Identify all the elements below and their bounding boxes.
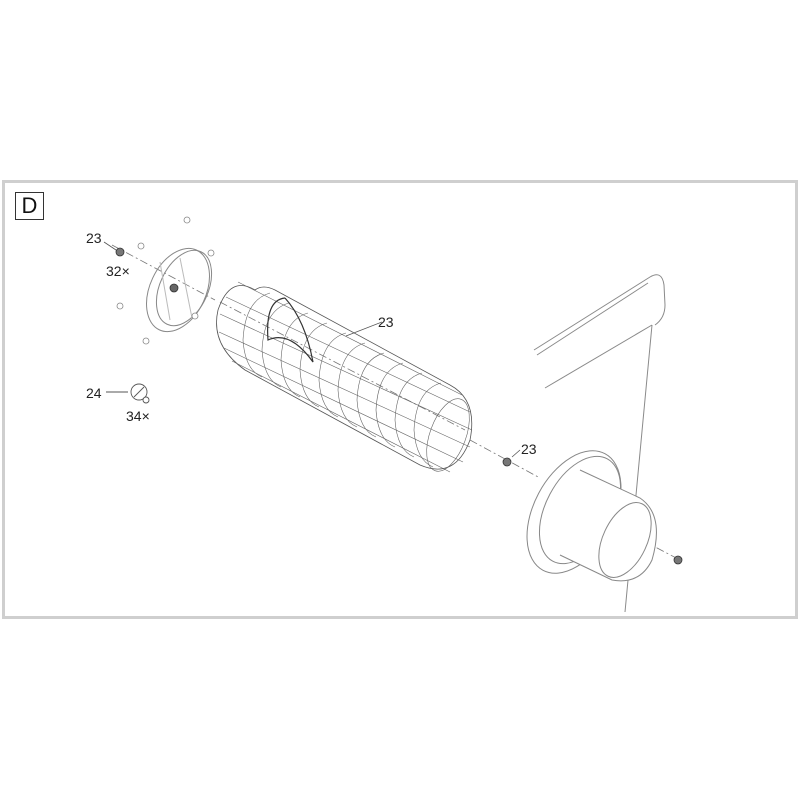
callout-24: 24 [86, 385, 102, 401]
mounting-plugs [116, 216, 215, 345]
retainer-ring [146, 247, 213, 333]
plug-part-icon [106, 383, 150, 404]
screw-icon [673, 555, 683, 565]
callout-32x-qty: 32× [106, 263, 130, 279]
diagram-frame: D [2, 180, 798, 619]
callout-23-flange: 23 [521, 441, 537, 457]
screw-icon [169, 283, 179, 293]
callout-23-mesh: 23 [378, 314, 394, 330]
screw-icon [103, 241, 125, 257]
mesh-filter-cylinder [216, 281, 473, 473]
callout-34x-qty: 34× [126, 408, 150, 424]
panel-label: D [15, 192, 44, 220]
intake-flange [526, 450, 657, 582]
callout-23-top: 23 [86, 230, 102, 246]
screw-icon [502, 449, 521, 467]
